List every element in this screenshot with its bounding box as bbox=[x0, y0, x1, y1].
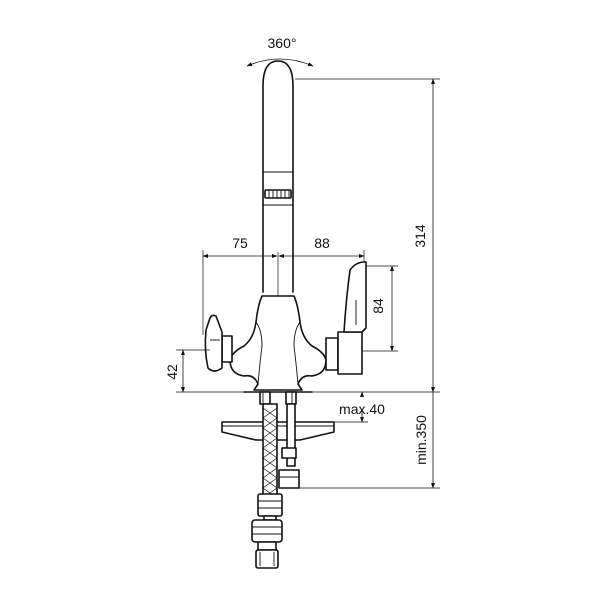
bottom-connector bbox=[251, 519, 283, 569]
mounting-plate bbox=[221, 421, 335, 441]
right-reach-label: 88 bbox=[314, 235, 330, 251]
reach-dimensions: 75 88 bbox=[202, 235, 365, 335]
total-height-dimension: 314 bbox=[295, 78, 440, 393]
hose-length-dimension: min.350 bbox=[298, 392, 440, 489]
left-handle bbox=[204, 314, 233, 372]
total-height-label: 314 bbox=[412, 224, 428, 248]
braided-hoses bbox=[262, 403, 278, 517]
rotation-label: 360° bbox=[268, 35, 297, 51]
rotation-indicator: 360° bbox=[246, 35, 314, 67]
faucet-body bbox=[204, 60, 367, 391]
min-hose-label: min.350 bbox=[413, 415, 429, 465]
counter-thickness-dimension: max.40 bbox=[334, 391, 385, 423]
left-reach-label: 75 bbox=[232, 235, 248, 251]
handle-height-dimension: 42 bbox=[164, 349, 244, 393]
lever-height-dimension: 84 bbox=[362, 265, 398, 352]
lever-height-label: 84 bbox=[370, 298, 386, 314]
spout bbox=[262, 60, 294, 293]
mounting-assembly bbox=[221, 391, 335, 569]
handle-height-label: 42 bbox=[164, 364, 180, 380]
aerator bbox=[263, 171, 293, 206]
right-handle bbox=[325, 261, 367, 375]
rotation-arrow-icon bbox=[246, 58, 314, 67]
max-thickness-label: max.40 bbox=[339, 401, 385, 417]
body bbox=[229, 295, 327, 391]
